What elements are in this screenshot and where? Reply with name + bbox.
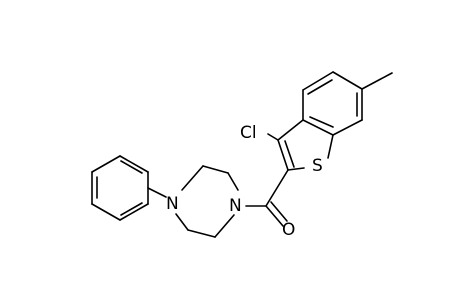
phenyl-n-bond xyxy=(147,187,167,198)
sulfur-atom-label: S xyxy=(312,156,323,176)
carbonyl-group xyxy=(265,201,288,227)
carbonyl-thiophene-bond xyxy=(265,169,289,207)
thiophene-ring xyxy=(277,119,334,171)
methyl-bond xyxy=(361,72,393,90)
amide-nitrogen-label: N xyxy=(229,196,242,216)
chlorine-bond xyxy=(267,133,279,141)
oxygen-atom-label: O xyxy=(282,220,295,240)
phenyl-ring xyxy=(91,155,149,221)
chlorine-atom-label: Cl xyxy=(240,123,257,143)
benzo-ring xyxy=(302,71,363,136)
phenyl-nitrogen-label: N xyxy=(166,194,179,214)
piperazine-ring xyxy=(175,165,239,238)
